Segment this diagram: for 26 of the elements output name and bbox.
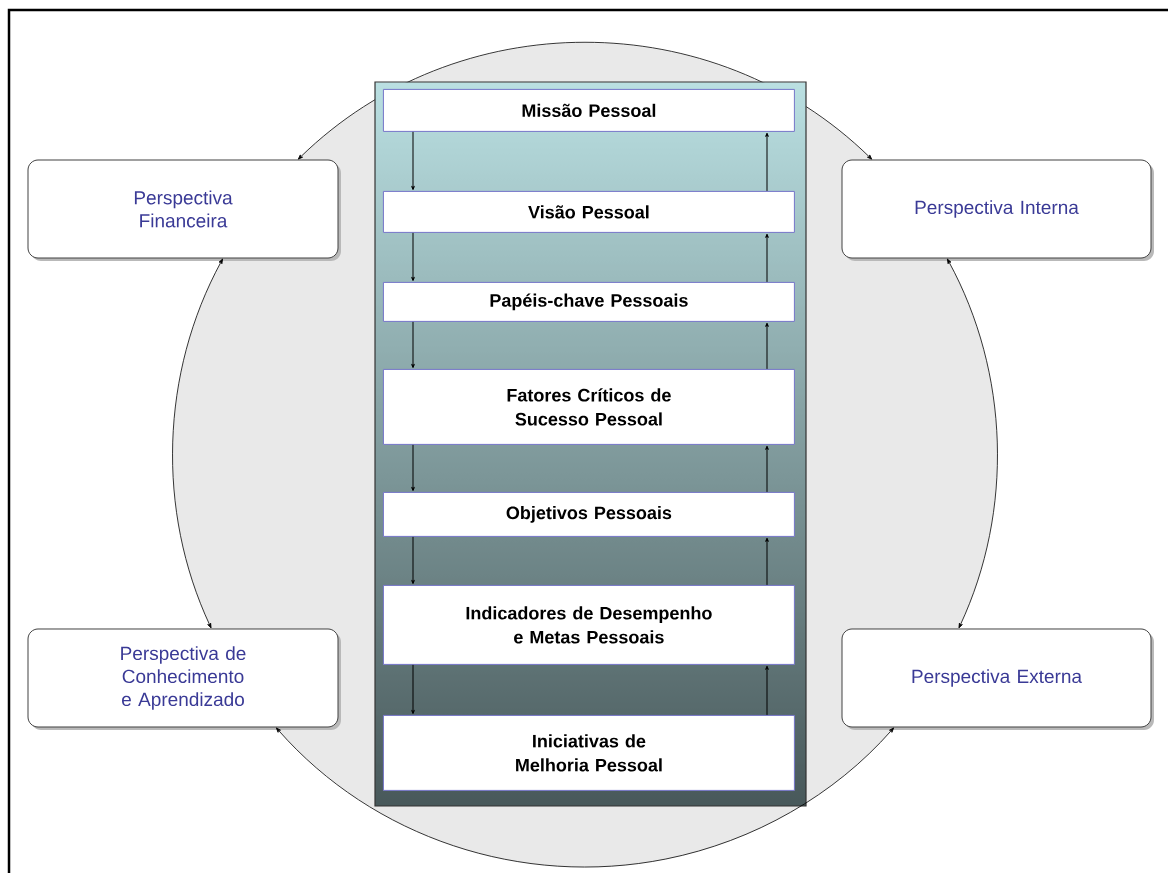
arrow xyxy=(765,445,769,493)
arrow xyxy=(765,132,769,192)
arrow xyxy=(411,664,415,715)
arrow xyxy=(765,665,769,716)
arrow xyxy=(172,258,223,629)
step-box: Missão Pessoal xyxy=(382,88,795,132)
arrow xyxy=(411,536,415,585)
step-box: Iniciativas de Melhoria Pessoal xyxy=(382,714,795,791)
step-box: Objetivos Pessoais xyxy=(382,491,795,537)
arrow xyxy=(411,232,415,282)
step-box: Fatores Críticos de Sucesso Pessoal xyxy=(382,368,795,445)
arrow xyxy=(275,727,895,868)
arrow xyxy=(947,258,998,629)
perspective-box: Perspectiva Externa xyxy=(841,628,1154,730)
arrow xyxy=(411,444,415,492)
perspective-box: Perspectiva de Conhecimento e Aprendizado xyxy=(27,628,341,730)
arrow xyxy=(411,131,415,191)
arrow xyxy=(765,537,769,586)
step-box: Papéis-chave Pessoais xyxy=(382,281,795,322)
step-box: Indicadores de Desempenho e Metas Pessoais xyxy=(382,584,795,665)
arrow xyxy=(411,321,415,369)
arrow xyxy=(765,322,769,370)
step-box: Visão Pessoal xyxy=(382,190,795,233)
perspective-box: Perspectiva Financeira xyxy=(27,159,341,261)
arrow xyxy=(765,233,769,283)
perspective-box: Perspectiva Interna xyxy=(841,159,1154,261)
